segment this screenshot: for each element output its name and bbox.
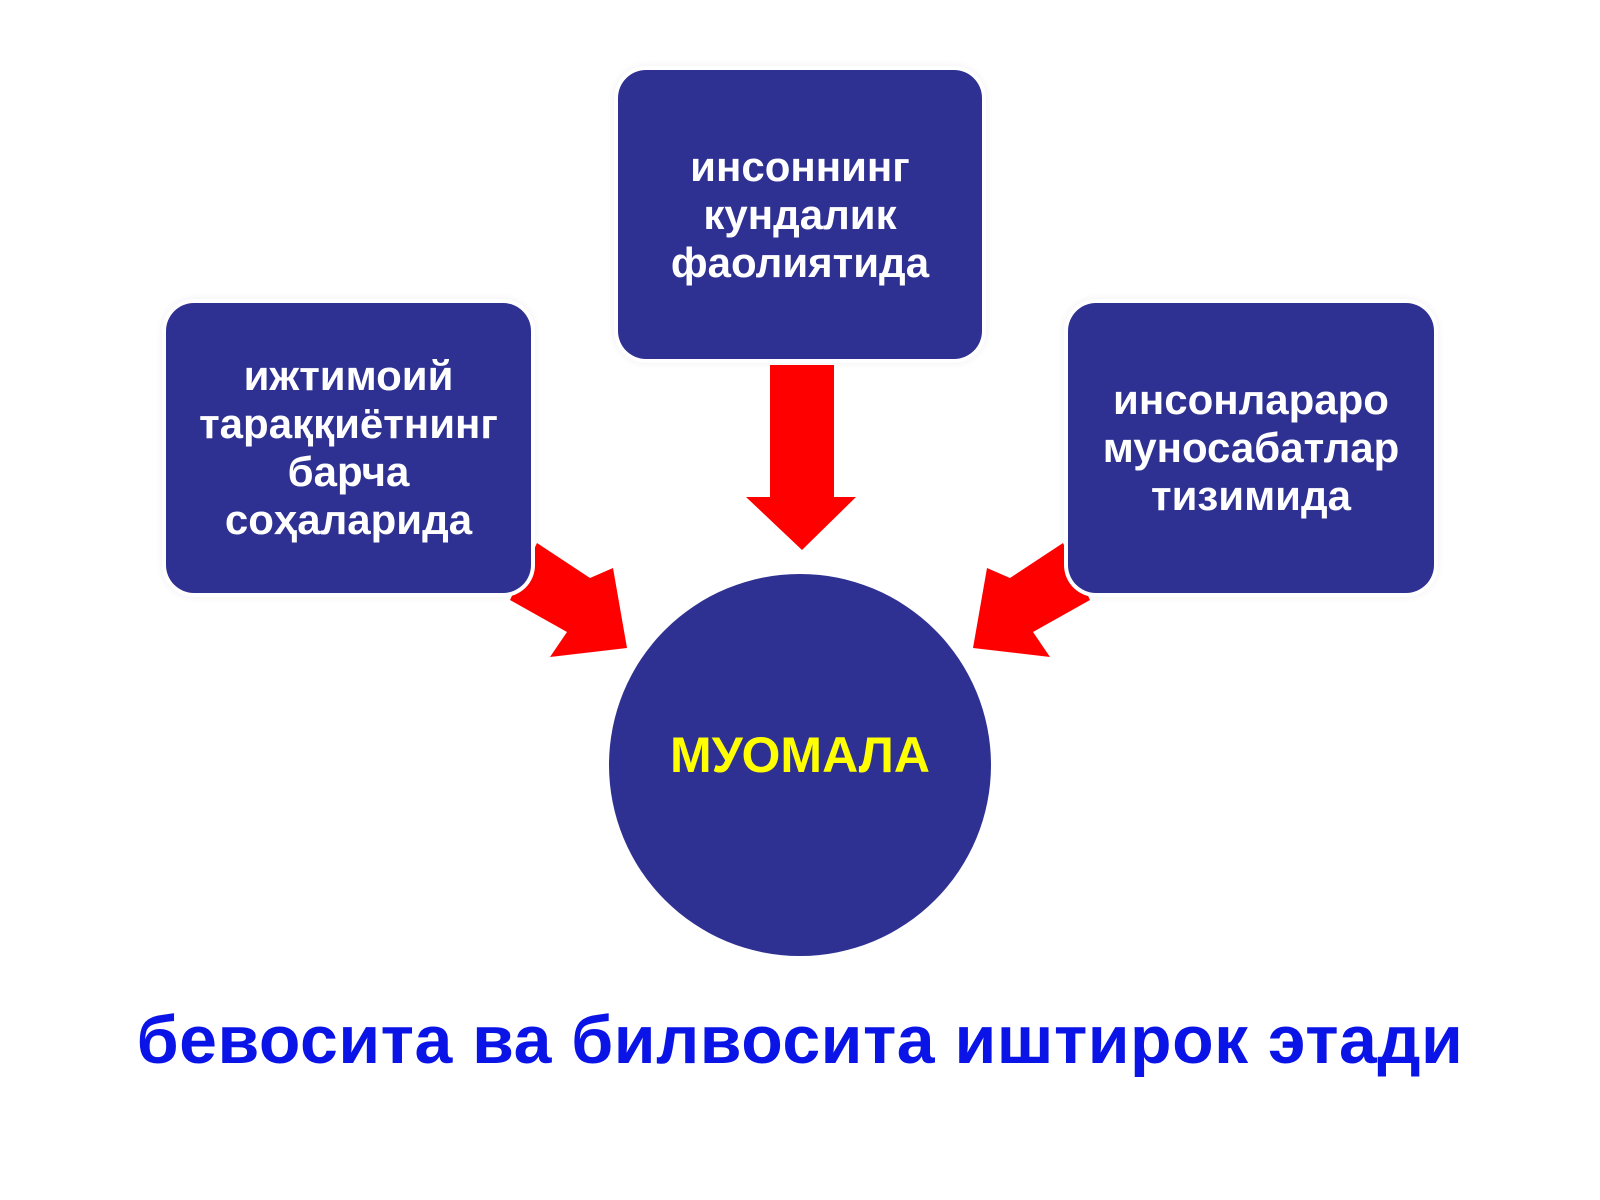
box-right-label: инсонлараро муносабатлар тизимида — [1102, 376, 1400, 519]
box-top-daily-activity: инсоннинг кундалик фаолиятида — [618, 70, 982, 359]
box-top-label: инсоннинг кундалик фаолиятида — [670, 142, 930, 286]
arrow-diagonal-icon — [973, 543, 1090, 657]
arrow-diagonal-icon — [510, 543, 627, 657]
hub-label: МУОМАЛА — [670, 727, 930, 783]
arrow-down-icon — [746, 365, 856, 550]
caption-text: бевосита ва билвосита иштирок этади — [136, 1002, 1464, 1078]
box-left-label: ижтимоий тараққиётнинг барча соҳаларида — [199, 352, 498, 543]
box-right-interpersonal-relations: инсонлараро муносабатлар тизимида — [1068, 303, 1434, 593]
hub-circle: МУОМАЛА — [609, 574, 991, 956]
box-left-social-development: ижтимоий тараққиётнинг барча соҳаларида — [166, 303, 531, 593]
